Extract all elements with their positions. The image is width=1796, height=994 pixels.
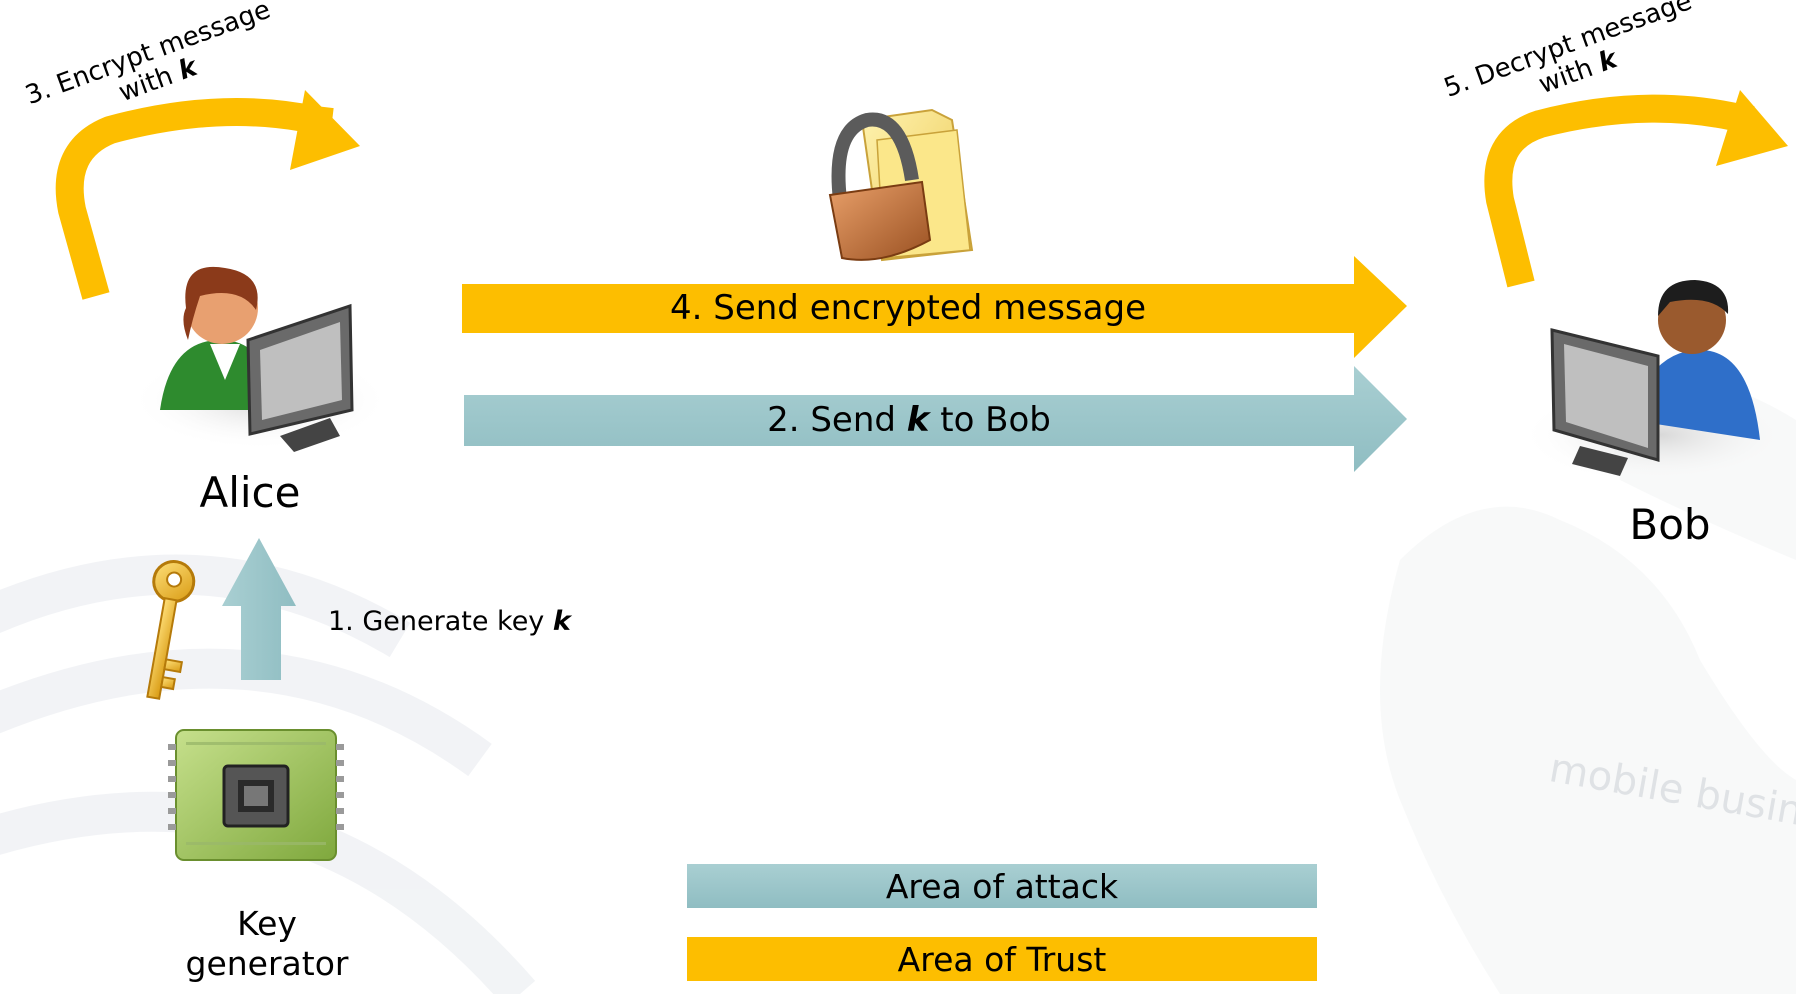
legend-trust: Area of Trust <box>687 937 1317 981</box>
generate-key-label: 1. Generate key k <box>328 606 571 637</box>
legend-attack-label: Area of attack <box>885 866 1119 906</box>
send-encrypted-label: 4. Send encrypted message <box>670 288 1146 328</box>
key-generator-line2: generator <box>185 944 349 983</box>
send-key-label: 2. Send k to Bob <box>464 395 1354 446</box>
step2-suffix: to Bob <box>940 400 1051 440</box>
send-key-arrow <box>464 366 1407 472</box>
step1-key: k <box>552 606 571 637</box>
step1-prefix: 1. Generate key <box>328 606 545 637</box>
legend-trust-label: Area of Trust <box>897 939 1107 979</box>
step5-key: k <box>1594 43 1621 78</box>
bob-label: Bob <box>1629 500 1711 549</box>
key-generator-label: Key generator <box>170 904 364 984</box>
decrypt-curved-arrow <box>1484 90 1788 288</box>
chip-icon <box>168 729 344 861</box>
encrypt-curved-arrow <box>55 90 360 300</box>
key-icon <box>146 560 196 700</box>
step2-prefix: 2. Send <box>767 400 896 440</box>
legend-attack: Area of attack <box>687 864 1317 908</box>
generate-key-arrow <box>222 538 296 680</box>
alice-label: Alice <box>199 468 301 517</box>
key-generator-line1: Key <box>237 904 297 943</box>
step2-key: k <box>906 400 930 440</box>
step3-key: k <box>174 51 201 86</box>
bob-user-icon <box>1520 280 1796 485</box>
lock-folder-icon <box>828 108 974 262</box>
alice-user-icon <box>130 266 390 452</box>
send-encrypted-arrow <box>462 256 1407 358</box>
